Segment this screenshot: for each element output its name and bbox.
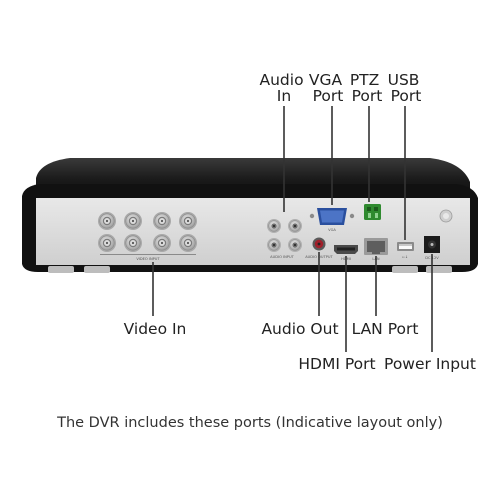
device-foot <box>392 266 418 273</box>
callout-hdmi-port: HDMI Port <box>298 355 375 373</box>
dvr-device <box>22 158 478 273</box>
rear-panel <box>36 198 470 265</box>
diagram-caption: The DVR includes these ports (Indicative… <box>56 415 443 431</box>
bnc-connector <box>98 234 116 252</box>
vga-port <box>309 208 355 225</box>
usb-port <box>397 242 414 251</box>
callout-ptz-port: PTZ Port <box>350 71 384 105</box>
callout-audio-in: Audio In <box>260 71 309 105</box>
bnc-connector <box>179 234 197 252</box>
bnc-connector <box>124 234 142 252</box>
rca-connector <box>267 238 281 252</box>
rca-connector <box>267 219 281 233</box>
vga-label: VGA <box>328 228 336 232</box>
bnc-connector <box>179 212 197 230</box>
device-foot <box>426 266 452 273</box>
bnc-connector <box>153 212 171 230</box>
bnc-connector <box>153 234 171 252</box>
ground-screw <box>439 209 453 223</box>
audio-input-label: AUDIO INPUT <box>270 255 294 259</box>
audio-output-port <box>312 237 326 251</box>
callout-vga-port: VGA Port <box>309 71 347 105</box>
leader-lines <box>152 106 433 352</box>
rca-connector <box>288 219 302 233</box>
hdmi-port <box>334 245 358 254</box>
video-input-bracket <box>100 254 196 255</box>
lan-port <box>364 238 388 255</box>
video-input-connectors <box>98 212 197 252</box>
video-input-label: VIDEO INPUT <box>136 257 160 261</box>
device-foot <box>48 266 74 273</box>
ptz-port <box>364 204 381 220</box>
callout-power-input: Power Input <box>384 355 476 373</box>
bnc-connector <box>124 212 142 230</box>
audio-input-connectors <box>267 219 302 252</box>
callout-lan-port: LAN Port <box>352 320 419 338</box>
callout-audio-out: Audio Out <box>261 320 338 338</box>
callout-video-in: Video In <box>124 320 187 338</box>
usb-label: ⭠↓ <box>402 255 408 259</box>
rca-connector <box>288 238 302 252</box>
callout-usb-port: USB Port <box>388 71 425 105</box>
device-foot <box>84 266 110 273</box>
power-port <box>424 236 440 253</box>
bnc-connector <box>98 212 116 230</box>
